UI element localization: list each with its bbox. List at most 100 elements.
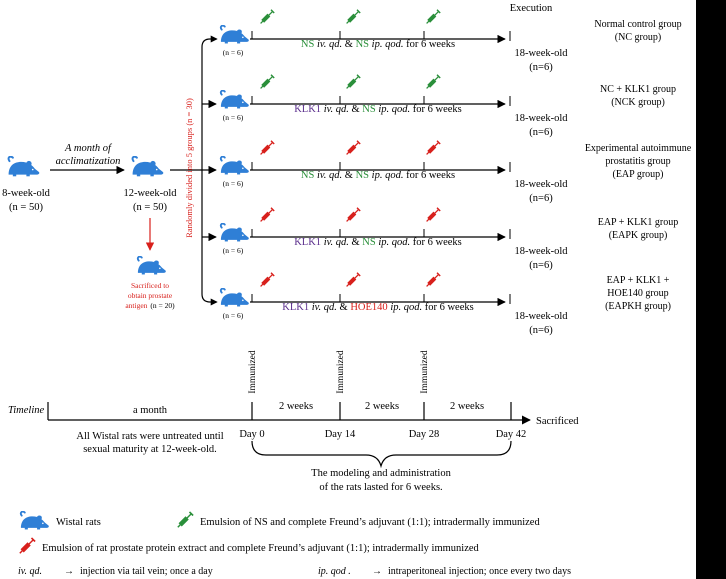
sacrificed-label-1: Sacrificed to	[131, 281, 169, 290]
legend-ipqod-arrow: →	[372, 566, 382, 577]
legend-ivqd-abbr: iv. qd.	[18, 566, 42, 577]
group-name-line: Normal control group	[594, 19, 681, 30]
group-name-line: (EAPKH group)	[605, 301, 671, 312]
immunized-label-day28: Immunized	[420, 350, 430, 394]
treatment-segment: &	[349, 237, 362, 248]
group-n: (n = 6)	[223, 311, 244, 320]
group-name-line: EAP + KLK1 group	[598, 217, 679, 228]
rat-icon-start	[7, 156, 40, 178]
red-syringe-icon	[425, 140, 441, 156]
red-syringe-icon	[425, 207, 441, 223]
treatment-segment: HOE140	[350, 302, 390, 313]
group-row-1: (n = 6)NS iv. qd. & NS ip. qod. for 6 we…	[219, 9, 682, 73]
group-name-line: NC + KLK1 group	[600, 84, 676, 95]
day-14: Day 14	[325, 429, 356, 440]
treatment-label: NS iv. qd. & NS ip. qod. for 6 weeks	[301, 170, 455, 181]
treatment-segment: iv. qd.	[324, 104, 349, 115]
group-name-line: prostatitis group	[605, 156, 670, 167]
treatment-segment: ip. qod.	[390, 302, 422, 313]
treatment-label: KLK1 iv. qd. & HOE140 ip. qod. for 6 wee…	[282, 302, 473, 313]
group-name-line: (NCK group)	[611, 97, 665, 108]
green-syringe-icon	[425, 74, 441, 90]
treatment-segment: iv. qd.	[317, 170, 342, 181]
group-n: (n = 6)	[223, 179, 244, 188]
rat-icon	[219, 223, 250, 243]
mid-n: (n = 50)	[133, 202, 167, 213]
red-syringe-icon	[345, 207, 361, 223]
group-name-line: (EAPK group)	[609, 230, 668, 241]
weeks-label-1: 2 weeks	[279, 401, 313, 412]
group-row-2: (n = 6)KLK1 iv. qd. & NS ip. qod. for 6 …	[219, 74, 676, 138]
treatment-segment: ip. qod.	[372, 170, 404, 181]
group-name-line: Experimental autoimmune	[585, 143, 692, 154]
rat-icon-sacrificed	[136, 256, 167, 276]
group-name-line: HOE140 group	[607, 288, 668, 299]
red-syringe-icon	[259, 207, 275, 223]
untreated-note-2: sexual maturity at 12-week-old.	[83, 444, 217, 455]
immunized-label-day14: Immunized	[336, 350, 346, 394]
right-edge-bar	[696, 0, 726, 579]
weeks-label-2: 2 weeks	[365, 401, 399, 412]
treatment-segment: for 6 weeks	[410, 104, 462, 115]
legend-ipqod-def: intraperitoneal injection; once every tw…	[388, 566, 571, 577]
untreated-note-1: All Wistal rats were untreated until	[76, 431, 223, 442]
treatment-segment: &	[342, 39, 355, 50]
modeling-note-1: The modeling and administration	[311, 468, 451, 479]
legend-rat-icon	[19, 511, 50, 531]
treatment-label: NS iv. qd. & NS ip. qod. for 6 weeks	[301, 39, 455, 50]
end-age: 18-week-old	[514, 311, 568, 322]
sacrificed-label-2: obtain prostate	[128, 291, 173, 300]
month-label: a month	[133, 405, 168, 416]
treatment-segment: iv. qd.	[317, 39, 342, 50]
red-syringe-icon	[345, 140, 361, 156]
legend-ipqod-abbr: ip. qod .	[318, 566, 351, 577]
treatment-segment: for 6 weeks	[403, 170, 455, 181]
treatment-label: KLK1 iv. qd. & NS ip. qod. for 6 weeks	[294, 237, 462, 248]
group-row-4: (n = 6)KLK1 iv. qd. & NS ip. qod. for 6 …	[219, 207, 679, 271]
legend-eap-emulsion: Emulsion of rat prostate protein extract…	[42, 543, 480, 554]
treatment-segment: &	[342, 170, 355, 181]
sacrificed-label: Sacrificed	[536, 416, 579, 427]
rat-icon	[219, 25, 250, 45]
treatment-segment: &	[349, 104, 362, 115]
group-name-line: (NC group)	[615, 32, 661, 43]
end-age: 18-week-old	[514, 113, 568, 124]
day-42: Day 42	[496, 429, 527, 440]
day-28: Day 28	[409, 429, 440, 440]
timeline: Timeline a month 2 weeks 2 weeks 2 weeks…	[8, 350, 579, 493]
treatment-segment: for 6 weeks	[422, 302, 474, 313]
green-syringe-icon	[259, 74, 275, 90]
mid-age: 12-week-old	[123, 188, 177, 199]
treatment-segment: NS	[356, 170, 372, 181]
legend: Wistal rats Emulsion of NS and complete …	[18, 511, 571, 577]
legend-rats-label: Wistal rats	[56, 517, 101, 528]
rat-icon	[219, 90, 250, 110]
randomly-divided-label: Randomly divided into 5 groups (n = 30)	[184, 98, 194, 238]
end-n: (n=6)	[529, 127, 553, 138]
end-age: 18-week-old	[514, 48, 568, 59]
legend-ivqd-def: injection via tail vein; once a day	[80, 566, 213, 577]
modeling-bracket	[251, 440, 512, 469]
treatment-segment: for 6 weeks	[410, 237, 462, 248]
treatment-segment: NS	[362, 237, 378, 248]
red-syringe-icon	[259, 140, 275, 156]
treatment-segment: NS	[362, 104, 378, 115]
red-syringe-icon	[425, 272, 441, 288]
treatment-segment: KLK1	[294, 237, 323, 248]
group-name-line: EAP + KLK1 +	[607, 275, 670, 286]
end-n: (n=6)	[529, 193, 553, 204]
sacrificed-label-3: antigen(n = 20)	[125, 301, 175, 310]
treatment-segment: NS	[356, 39, 372, 50]
legend-red-syringe-icon	[18, 537, 36, 555]
legend-ivqd-arrow: →	[64, 566, 74, 577]
red-syringe-icon	[345, 272, 361, 288]
end-age: 18-week-old	[514, 179, 568, 190]
treatment-segment: for 6 weeks	[403, 39, 455, 50]
group-name-line: (EAP group)	[612, 169, 663, 180]
treatment-segment: KLK1	[282, 302, 311, 313]
end-n: (n=6)	[529, 62, 553, 73]
rat-icon	[219, 288, 250, 308]
treatment-segment: NS	[301, 39, 317, 50]
immunized-label-day0: Immunized	[248, 350, 258, 394]
